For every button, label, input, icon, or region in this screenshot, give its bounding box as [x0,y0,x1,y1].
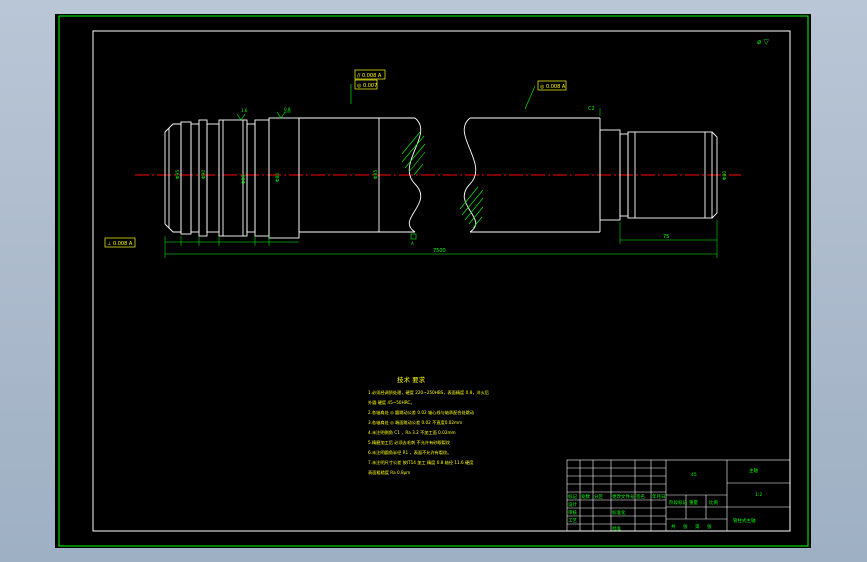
cad-drawing-canvas: ⌀ ▽ // 0.008 A ◎ 0.007 ◎ 0.008 A ⊥ 0.008… [58,15,809,547]
note-line-1: 1.必须经调质处理，硬度 220~250HBS，表面精度 0.8，淬火后 [368,389,489,396]
notes-title: 技术 要求 [397,375,426,384]
row-label-1: 标记 [568,493,577,500]
row-label-2: 处数 [581,493,590,500]
title-block [566,459,791,532]
roughness-symbols [236,111,291,121]
label-standard: 标准化 [612,509,626,516]
diameter-labels: Φ95 Φ90 Φ85 Φ80 Φ85 Φ80 [175,170,728,184]
outer-sheet-border [58,15,809,547]
tolerance-frame-group: // 0.008 A ◎ 0.007 ◎ 0.008 A [350,69,567,110]
diameter-label-3: Φ85 [241,175,247,184]
row-label-4: 更改文件号 [612,493,635,500]
row-label-6: 年月日 [652,493,666,500]
tolerance-frame-1 [354,69,386,80]
datum-frame [104,237,136,248]
tolerance-frame-3 [537,80,567,91]
overall-length-dimension: 7500 [433,248,446,254]
diameter-label-1: Φ95 [175,170,181,179]
cad-viewport[interactable]: ⌀ ▽ // 0.008 A ◎ 0.007 ◎ 0.008 A ⊥ 0.008… [55,14,811,548]
shaft-geometry [164,117,718,239]
roughness-mark-2: 0.8 [284,107,291,112]
note-line-4: 3.各轴肩处 ◎ 端面跳动公差 0.02 不直度0.02mm [368,419,462,426]
roughness-mark-1: 1.6 [241,108,248,113]
datum-letter: A [411,241,414,246]
datum-frame-text: ⊥ 0.008 A [107,241,133,247]
stage-label-2: 重量 [689,499,698,506]
sheet-label-1: 共 [671,523,676,530]
note-line-9: 表面粗糙度 Ra 0.8μm [368,469,410,476]
label-approve: 批准 [612,525,621,532]
row-label-5: 签名 [636,493,645,500]
datum-marker [410,233,417,240]
drawing-frame [92,30,791,532]
note-line-6: 5.精磨加工后 必须去毛刺 不允许有砂眼裂纹 [368,439,451,446]
label-review: 审核 [568,509,577,516]
drawing-code: 1:2 [755,492,762,498]
diameter-label-6: Φ80 [722,171,728,180]
note-line-8: 7.未注明尺寸公差 按IT14 加工 精度 0.8 轴径 11.6 硬度 [368,459,474,466]
right-segment-dimension: 75 [663,234,669,240]
row-label-3: 分区 [594,493,603,500]
tolerance-frame-1-text: // 0.008 A [357,73,382,79]
label-design: 设计 [568,501,577,508]
stage-label-1: 阶段标记 [669,499,687,506]
technical-notes: 技术 要求 1.必须经调质处理，硬度 220~250HBS，表面精度 0.8，淬… [368,375,489,476]
part-name: 主轴 [749,467,758,474]
diameter-label-2: Φ90 [201,170,207,179]
drawing-name: 管柱式主轴 [733,517,756,524]
tolerance-frame-3-text: ◎ 0.008 A [540,84,566,90]
break-hatching [401,131,484,229]
tolerance-frame-2-text: ◎ 0.007 [357,83,377,89]
note-line-7: 6.未注明圆角半径 R1 ，表面不允许有裂纹。 [368,449,451,456]
diameter-label-4: Φ80 [275,173,281,182]
sheet-label-3: 第 [695,523,700,530]
material-label: 45 [691,472,697,478]
sheet-label-4: 张 [707,523,712,530]
chamfer-note: C2 [588,106,595,112]
note-line-5: 4.未注明倒角 C1 ，Ra 3.2 不加工面 0.02mm [368,429,456,436]
corner-roughness-mark: ⌀ ▽ [757,38,769,46]
stage-label-3: 比例 [709,499,718,506]
sheet-label-2: 张 [683,523,688,530]
note-line-3: 2.各轴肩处 ◎ 圆跳动公差 0.02 轴心线与轴承配合处跳动 [368,409,474,416]
tolerance-frame-2 [354,79,378,90]
diameter-label-5: Φ85 [373,170,379,179]
label-process: 工艺 [568,518,577,524]
note-line-2: 外圆 硬度 45~50HRC。 [368,399,415,406]
dimension-lines [164,108,718,258]
